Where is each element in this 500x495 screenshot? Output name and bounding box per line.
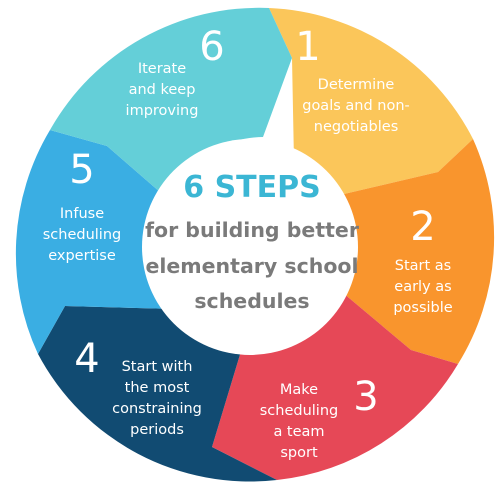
step-3-number: 3 (353, 374, 378, 420)
step-5-label-line-3: expertise (48, 248, 116, 264)
step-5-label-line-1: Infuse (60, 206, 104, 222)
step-3-label-line-4: sport (280, 445, 318, 461)
step-2-label-line-2: early as (394, 279, 451, 295)
step-4-number: 4 (74, 336, 99, 382)
step-6-label-line-3: improving (126, 103, 199, 119)
step-3-segment (212, 277, 458, 480)
step-4-label-line-2: the most (125, 380, 190, 396)
center-title: 6 STEPS (183, 170, 320, 205)
step-1-label-line-2: goals and non- (302, 98, 410, 114)
step-6-number: 6 (199, 24, 224, 70)
step-4-label-line-4: periods (130, 422, 184, 438)
center-subtitle-line-1: for building better (145, 218, 360, 242)
step-4-label-line-1: Start with (122, 359, 193, 375)
center-subtitle-line-3: schedules (194, 289, 309, 313)
step-6-segment (50, 7, 292, 200)
center-subtitle-line-2: elementary school (145, 254, 358, 278)
step-1-number: 1 (295, 24, 320, 70)
step-5-segment (15, 130, 175, 354)
step-3-label-line-3: a team (273, 424, 324, 440)
step-6-label-line-1: Iterate (138, 61, 186, 77)
center-circle (142, 139, 358, 355)
step-2-number: 2 (410, 204, 435, 250)
step-1-label-line-3: negotiables (314, 119, 399, 135)
step-2-segment (324, 139, 495, 364)
step-1-segment (269, 8, 473, 198)
step-3-label-line-2: scheduling (260, 403, 338, 419)
step-2-label-line-3: possible (393, 300, 452, 316)
step-4-label-line-3: constraining (112, 401, 202, 417)
step-5-label-line-2: scheduling (43, 227, 121, 243)
step-3-label-line-1: Make (280, 382, 318, 398)
step-2-label-line-1: Start as (395, 258, 451, 274)
step-6-label-line-2: and keep (129, 82, 196, 98)
step-5-number: 5 (69, 147, 94, 193)
step-1-label-line-1: Determine (318, 77, 395, 93)
